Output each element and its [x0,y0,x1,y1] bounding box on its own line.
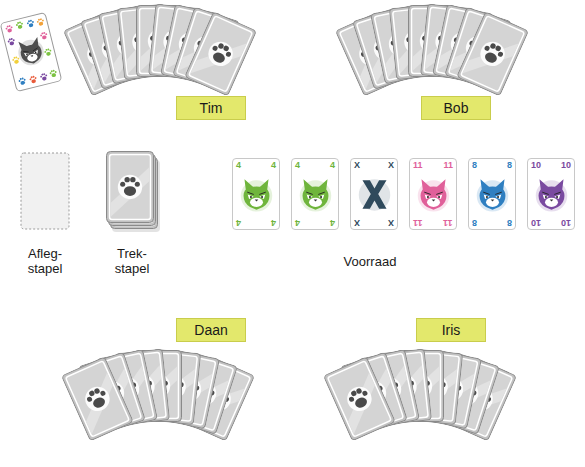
supply-card: 8 8 8 8 [468,158,516,230]
card-face [297,174,334,214]
hand-tim [63,4,256,96]
card-value: 11 [413,218,423,227]
card-value: 10 [561,161,571,170]
player-name: Tim [200,100,223,116]
player-name-box: Tim [176,96,246,120]
supply-card: 11 11 11 11 [409,158,457,230]
card-value: 4 [330,161,335,170]
card-value: X [354,218,360,227]
card-value: X [354,161,360,170]
card-value: 8 [507,161,512,170]
card-value: 8 [472,218,477,227]
player-name-box: Bob [421,96,491,120]
card-value: 4 [236,161,241,170]
card-value: 8 [472,161,477,170]
discard-pile [21,153,69,229]
special-card [0,12,62,91]
card-value: X [388,218,394,227]
card-value: 10 [561,218,571,227]
player-name: Daan [194,322,227,338]
card-value: 4 [295,161,300,170]
card-value: 8 [507,218,512,227]
card-value: 4 [330,218,335,227]
supply-card: X X X X [350,158,398,230]
card-face [238,174,275,214]
player-name-box: Iris [416,318,486,342]
card-value: 10 [531,161,541,170]
card-face [356,174,393,214]
supply-card: 10 10 10 10 [527,158,575,230]
card-value: 11 [443,161,453,170]
hand-daan [61,349,254,441]
card-value: 11 [413,161,423,170]
card-value: 4 [295,218,300,227]
supply-card: 4 4 4 4 [291,158,339,230]
card-value: 11 [443,218,453,227]
card-value: 4 [271,218,276,227]
pile-label: Trek- stapel [104,246,160,276]
pile-label: Afleg- stapel [17,246,73,276]
card-value: X [388,161,394,170]
player-name-box: Daan [176,318,246,342]
card-face [415,174,452,214]
supply-card: 4 4 4 4 [232,158,280,230]
card-value: 10 [531,218,541,227]
card-face [474,174,511,214]
player-name: Bob [444,100,469,116]
draw-pile [107,152,161,233]
hand-bob [335,4,528,96]
card-value: 4 [236,218,241,227]
pile-label: Voorraad [325,254,415,269]
card-face [533,174,570,214]
card-value: 4 [271,161,276,170]
hand-iris [323,349,516,441]
player-name: Iris [442,322,461,338]
